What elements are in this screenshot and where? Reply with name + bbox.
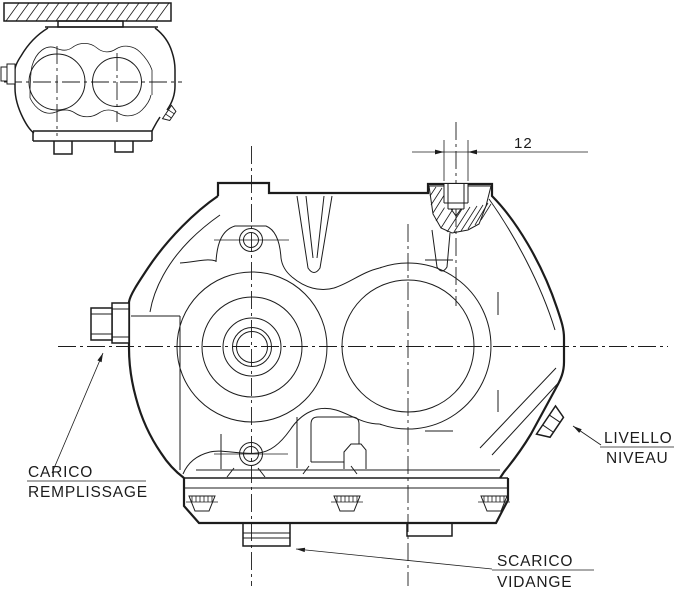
tapped-hole <box>443 184 469 217</box>
annotations: CARICO REMPLISSAGE LIVELLO NIVEAU SCARIC… <box>27 352 674 591</box>
right-foot <box>406 523 453 537</box>
side-view-gear-left <box>28 53 86 111</box>
fill-label-line1: CARICO <box>28 464 93 481</box>
fill-label-line2: REMPLISSAGE <box>28 484 148 501</box>
left-bearing-boss <box>176 271 328 423</box>
base-tapped-holes <box>186 495 510 512</box>
hatch-lines <box>5 2 170 22</box>
drain-plug <box>242 523 291 547</box>
side-view-level-plug <box>161 104 177 122</box>
base-and-feet <box>182 477 510 547</box>
drain-label-line2: VIDANGE <box>497 574 572 591</box>
bottom-recess <box>310 416 360 462</box>
drain-label-line1: SCARICO <box>497 553 573 570</box>
fill-plug <box>90 302 130 344</box>
drain-leader-arrow <box>296 547 306 553</box>
side-view-gearbox-outline <box>14 20 176 155</box>
label-drain: SCARICO VIDANGE <box>295 547 594 591</box>
level-plug <box>535 404 565 439</box>
level-leader-arrow <box>573 426 582 433</box>
level-label-line2: NIVEAU <box>606 450 669 467</box>
front-view: 12 <box>58 122 668 586</box>
side-view-ceiling-mounted <box>0 2 182 155</box>
right-gear-bore <box>341 279 475 413</box>
label-level: LIVELLO NIVEAU <box>572 425 674 467</box>
casing-outline <box>127 181 566 479</box>
side-view-gear-right <box>92 57 142 107</box>
gear-circles <box>176 271 475 423</box>
drain-leader-line <box>295 548 493 570</box>
side-view-inner-contour <box>31 42 153 71</box>
dim-arrow-left <box>435 149 444 155</box>
side-view-fill-plug <box>0 63 16 85</box>
fill-leader-arrow <box>97 353 103 363</box>
level-label-line1: LIVELLO <box>604 430 673 447</box>
ceiling-hatch <box>3 2 172 22</box>
front-view-centerlines <box>58 122 668 586</box>
fill-leader-line <box>51 352 104 474</box>
dim-arrow-right <box>468 149 477 155</box>
dowel-hole-top <box>214 228 289 252</box>
dowel-hole-bottom <box>214 442 288 466</box>
dimension-12: 12 <box>412 135 588 181</box>
dimension-value: 12 <box>514 135 533 152</box>
inner-ribs <box>131 195 562 478</box>
mounting-boss-section <box>428 184 492 234</box>
label-fill: CARICO REMPLISSAGE <box>27 352 148 501</box>
